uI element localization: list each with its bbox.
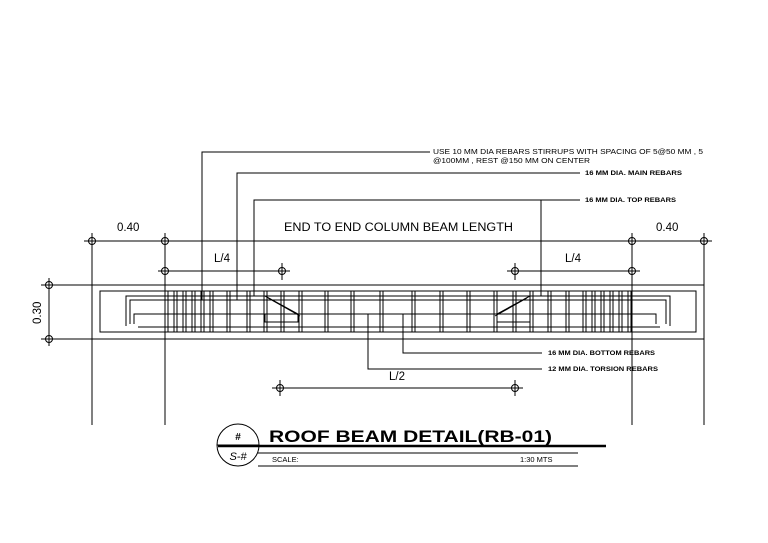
drawing-title: ROOF BEAM DETAIL(RB-01) [269,427,552,446]
leader-torsion-rebars [368,314,542,369]
span-label: END TO END COLUMN BEAM LENGTH [284,222,513,234]
quarter-right-label: L/4 [565,253,582,265]
leader-bottom-rebars [403,314,542,353]
bottom-rebars-note: 16 MM DIA. BOTTOM REBARS [548,351,655,357]
quarter-left-label: L/4 [214,253,231,265]
stirrups-note-line2: @100MM , REST @150 MM ON CENTER [433,156,590,165]
symbol-bottom: S-# [229,451,247,463]
leader-stirrups [202,152,430,300]
beam-inner-outline [100,291,696,332]
depth-label: 0.30 [32,302,44,324]
scale-value: 1:30 MTS [520,455,553,464]
top-rebars-note: 16 MM DIA. TOP REBARS [585,198,676,204]
scale-label: SCALE: [272,455,299,464]
stirrups [165,291,631,332]
half-label: L/2 [389,371,405,383]
symbol-top: # [235,432,241,443]
beam-outline [92,285,704,339]
stirrups-note-line1: USE 10 MM DIA REBARS STIRRUPS WITH SPACI… [433,147,703,156]
torsion-rebars-note: 12 MM DIA. TORSION REBARS [548,367,658,373]
bent-bar-left [265,296,298,322]
right-offset-dim: 0.40 [656,222,678,234]
top-main-bar [130,300,666,324]
main-rebars-note: 16 MM DIA. MAIN REBARS [585,171,682,177]
bottom-bar [134,314,656,324]
left-offset-dim: 0.40 [117,222,139,234]
leader-top-rebars [254,200,580,296]
dimension-markers [46,233,708,392]
leader-main-rebars [237,173,580,300]
